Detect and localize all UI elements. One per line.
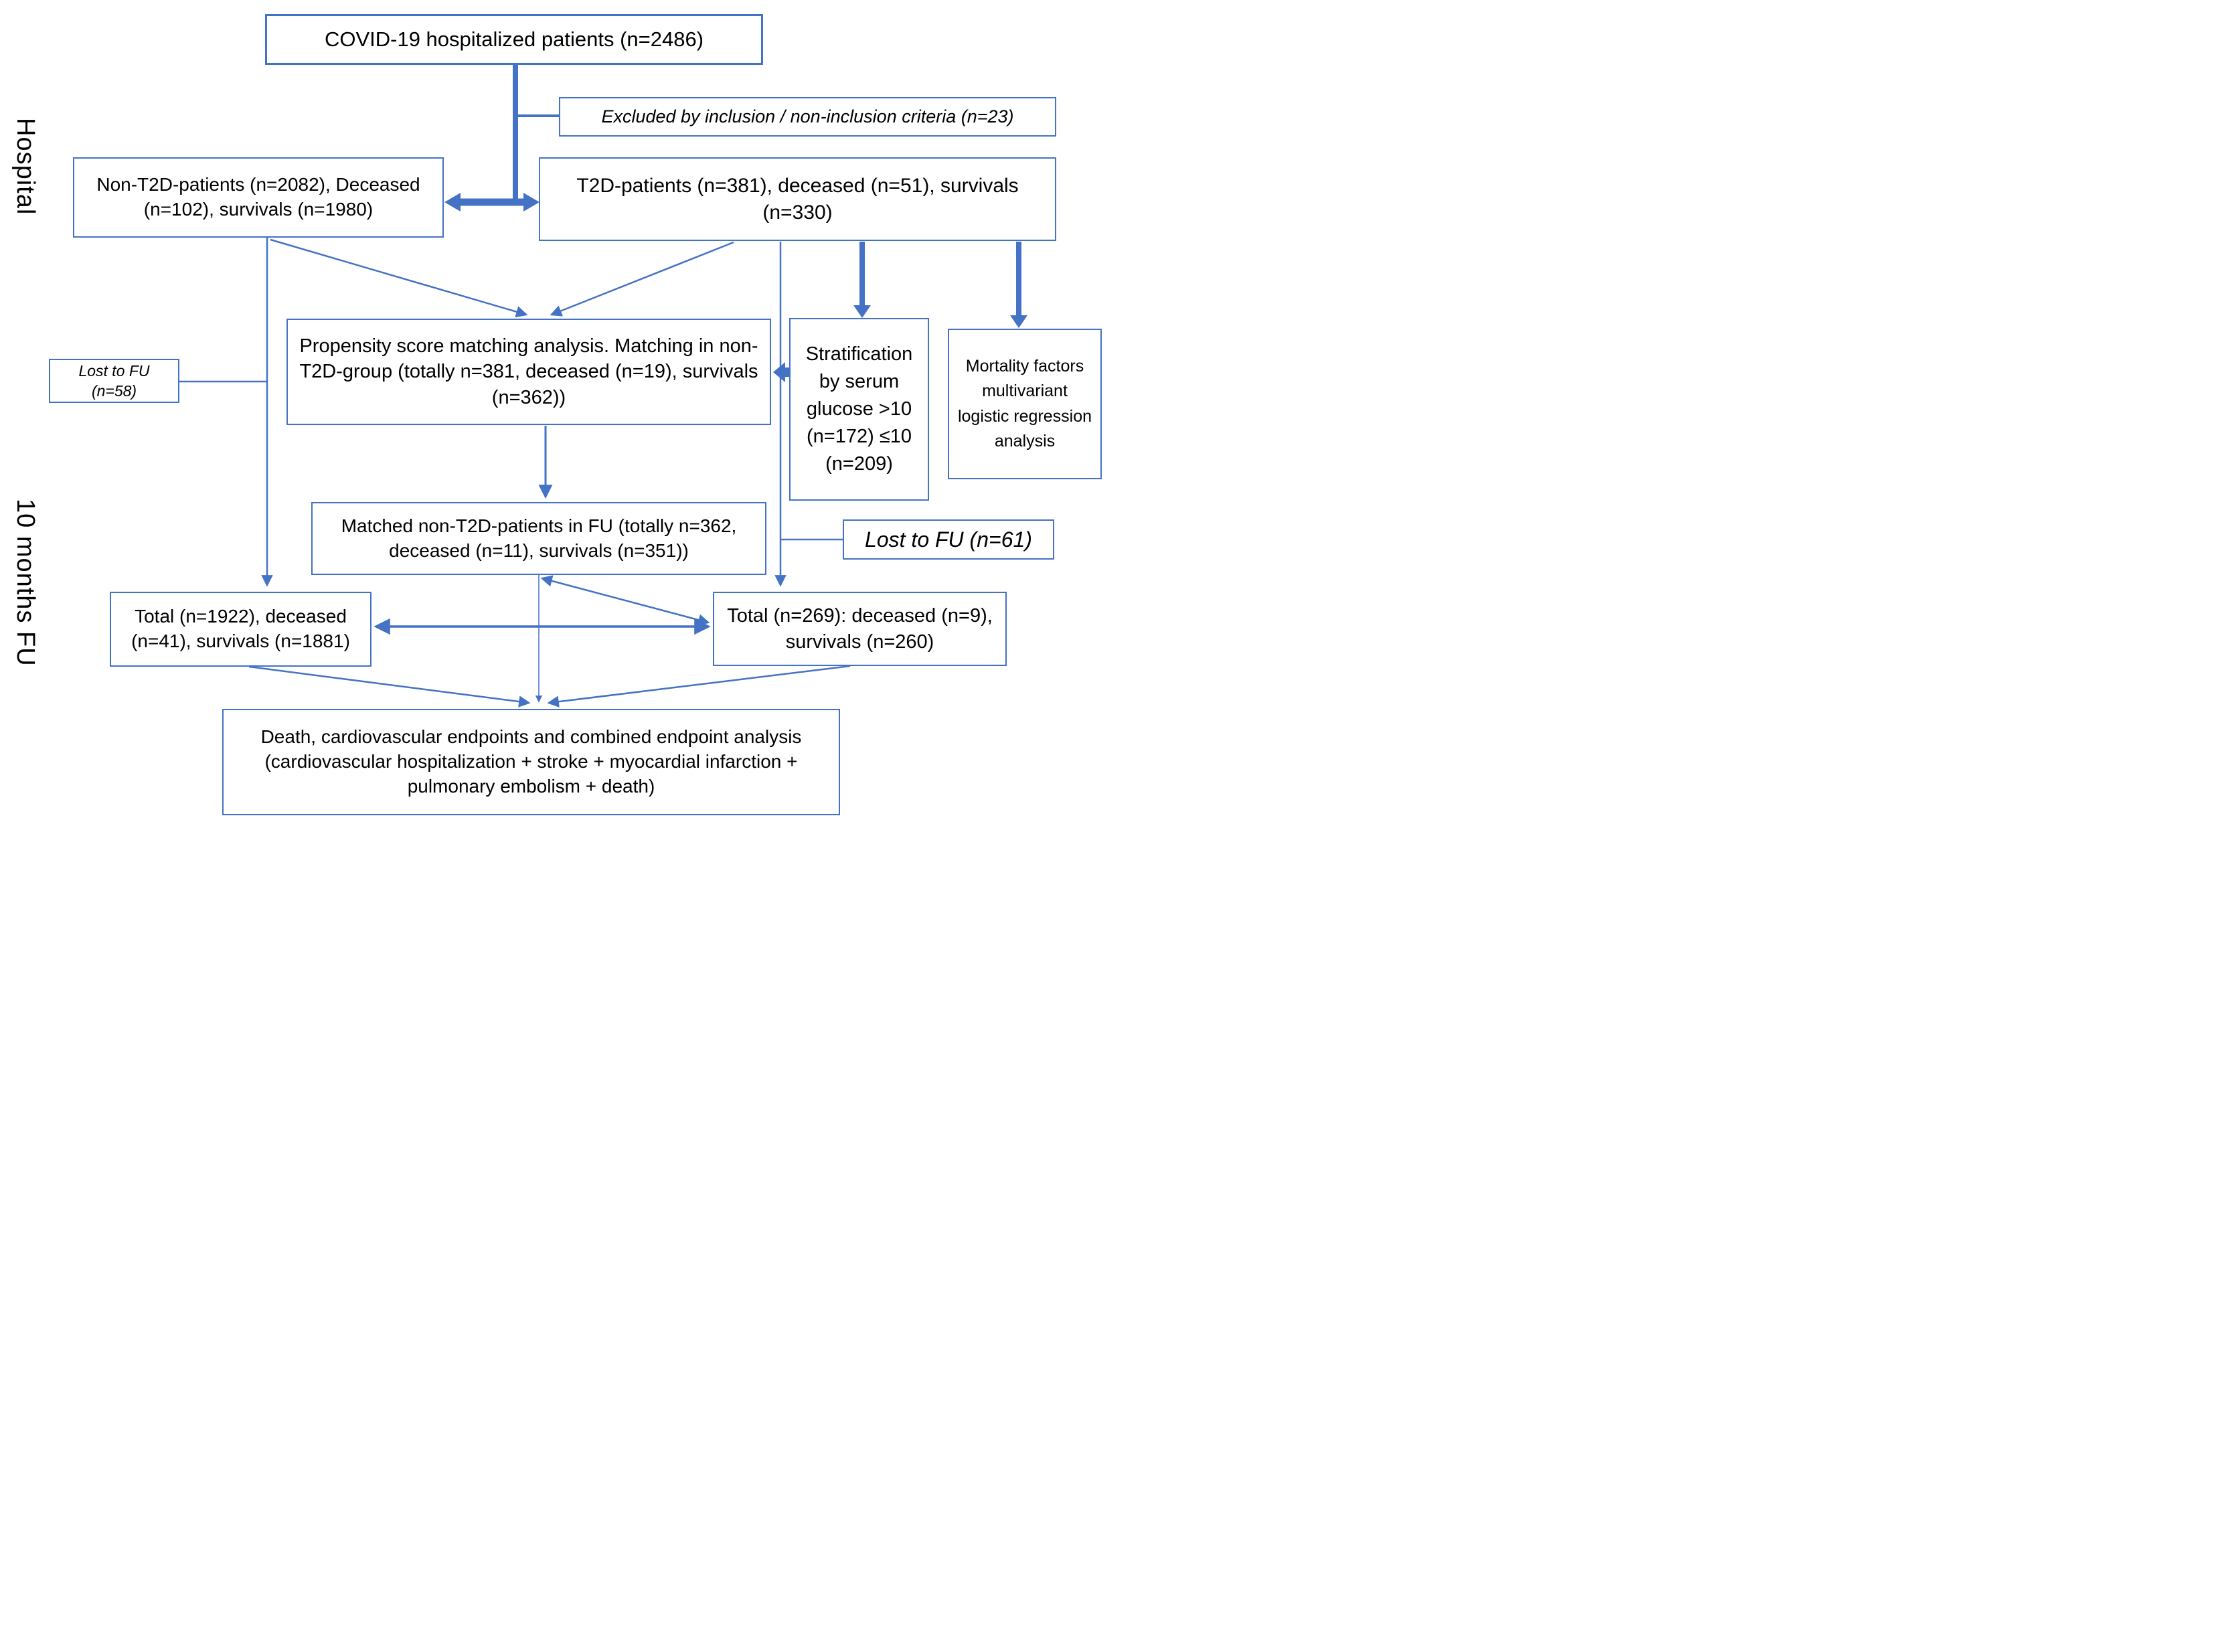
node-matched-non-t2d-fu: Matched non-T2D-patients in FU (totally … <box>311 502 766 575</box>
node-mortality-regression: Mortality factors multivariant logistic … <box>948 329 1102 479</box>
node-total-non-t2d: Total (n=1922), deceased (n=41), surviva… <box>110 592 371 667</box>
line-total269-endpoint <box>547 665 851 708</box>
node-lost-to-fu-58: Lost to FU (n=58) <box>49 359 179 403</box>
split-arrow-left-right <box>444 193 540 212</box>
node-propensity-matching: Propensity score matching analysis. Matc… <box>286 319 771 425</box>
node-covid-patients: COVID-19 hospitalized patients (n=2486) <box>265 14 763 65</box>
thick-arrow-t2d-stratification <box>853 242 871 318</box>
node-non-t2d-patients: Non-T2D-patients (n=2082), Deceased (n=1… <box>73 157 444 238</box>
line-total1922-endpoint <box>248 665 531 708</box>
node-stratification-serum-glucose: Stratification by serum glucose >10 (n=1… <box>789 318 929 501</box>
side-label-10-months-fu: 10 months FU <box>11 499 39 667</box>
node-t2d-patients: T2D-patients (n=381), deceased (n=51), s… <box>539 157 1056 241</box>
node-excluded: Excluded by inclusion / non-inclusion cr… <box>559 97 1056 137</box>
line-nont2d-propensity <box>270 238 528 318</box>
thick-arrow-t2d-mortality <box>1010 242 1027 328</box>
node-lost-to-fu-61: Lost to FU (n=61) <box>843 519 1054 560</box>
node-total-t2d: Total (n=269): deceased (n=9), survivals… <box>713 592 1007 666</box>
node-endpoint-analysis: Death, cardiovascular endpoints and comb… <box>222 709 840 815</box>
side-label-hospital: Hospital <box>11 118 39 216</box>
arrow-matched-total269 <box>540 575 710 626</box>
flow-diagram: Hospital 10 months FU COVID-19 hospitali… <box>0 0 1116 826</box>
thick-arrow-strat-propensity <box>773 362 794 382</box>
line-t2d-propensity <box>550 241 734 317</box>
connector-layer <box>179 64 1027 708</box>
stem-top-down <box>513 64 518 204</box>
